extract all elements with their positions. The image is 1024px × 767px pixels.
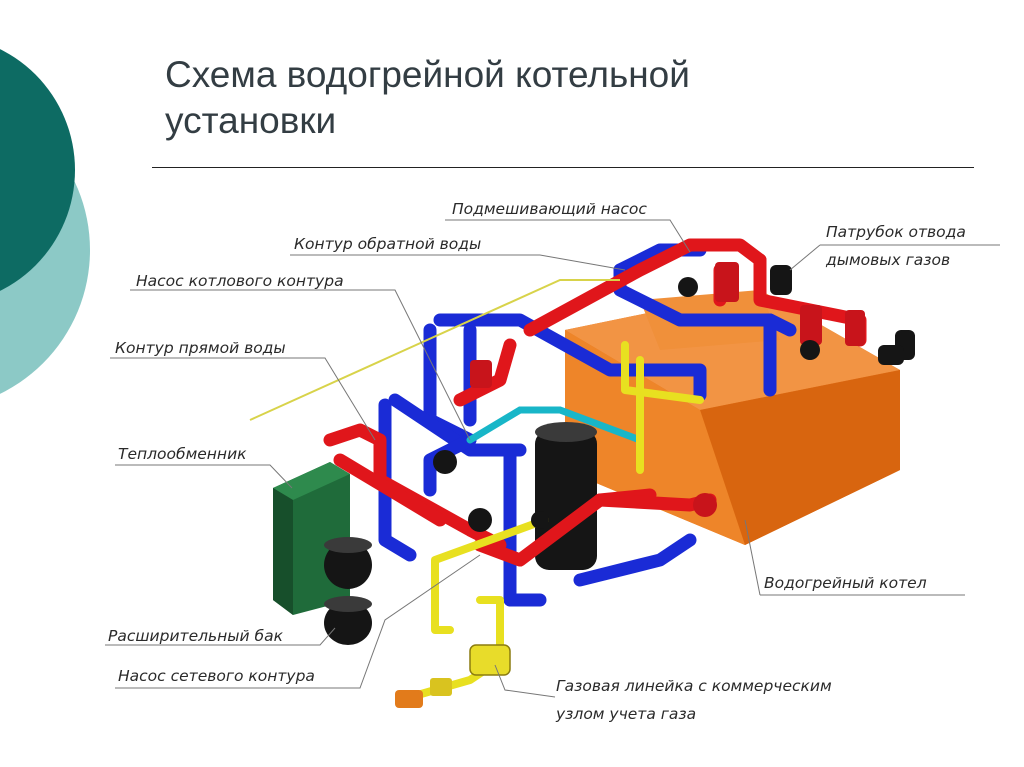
cyan-pipe xyxy=(466,406,644,444)
expansion-tanks xyxy=(324,537,372,645)
slide-title: Схема водогрейной котельной установки xyxy=(165,52,925,144)
label-mixing-pump: Подмешивающий насос xyxy=(452,200,647,218)
label-flue-line-2: дымовых газов xyxy=(826,251,951,269)
callout-leaders xyxy=(105,219,1000,698)
label-expansion-tank: Расширительный бак xyxy=(108,627,283,645)
gas-meter-unit xyxy=(395,644,511,708)
label-boiler: Водогрейный котел xyxy=(764,574,927,592)
label-gas-line-2: узлом учета газа xyxy=(556,705,697,723)
label-network-pump: Насос сетевого контура xyxy=(118,667,315,685)
side-decoration xyxy=(0,49,90,394)
title-line-1: Схема водогрейной котельной xyxy=(165,54,690,95)
pumps-and-flue-pipes xyxy=(433,265,915,532)
boiler-block xyxy=(565,290,900,545)
return-water-pipes xyxy=(378,243,797,607)
supply-equipment xyxy=(470,262,865,517)
supply-water-pipes xyxy=(323,238,867,567)
title-line-2: установки xyxy=(165,100,337,141)
label-boiler-pump: Насос котлового контура xyxy=(136,272,344,290)
title-divider xyxy=(152,167,974,168)
label-flue-line-1: Патрубок отвода xyxy=(826,223,966,241)
accent-circle-dark xyxy=(0,49,75,291)
label-return-circuit: Контур обратной воды xyxy=(294,235,482,253)
label-heat-exchanger: Теплообменник xyxy=(118,445,247,463)
gas-signal-line xyxy=(249,279,620,421)
label-supply-circuit: Контур прямой воды xyxy=(115,339,286,357)
label-gas-line-1: Газовая линейка с коммерческим xyxy=(556,677,832,695)
